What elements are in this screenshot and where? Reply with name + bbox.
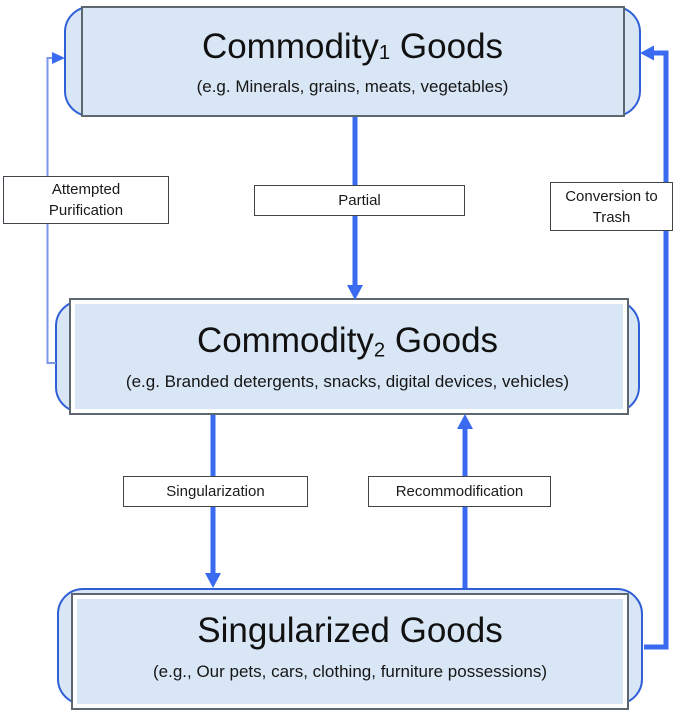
partial-label-text: Partial [338, 192, 381, 209]
commodity2-caption: (e.g. Branded detergents, snacks, digita… [125, 372, 570, 392]
commodity2-title-subscript: 2 [373, 339, 386, 362]
commodity2-title: Commodity2 Goods [197, 322, 498, 362]
commodity2-title-rest: Goods [385, 321, 499, 361]
singularized-content: Singularized Goods (e.g., Our pets, cars… [57, 588, 643, 705]
conversion-to-trash-label: Conversion to Trash [550, 182, 673, 231]
singularized-title-main: Singularized [197, 611, 390, 651]
recommodification-arrowhead-up-icon [457, 414, 473, 429]
commodity1-content: Commodity1 Goods (e.g. Minerals, grains,… [64, 6, 641, 117]
conversion-to-trash-label-text: Conversion to Trash [565, 187, 658, 226]
commodity2-title-main: Commodity [196, 321, 374, 361]
singularization-arrowhead-down-icon [205, 573, 221, 588]
singularization-label-text: Singularization [166, 483, 265, 500]
conversion-to-trash-line [644, 50, 669, 650]
commodity1-title-main: Commodity [201, 27, 379, 67]
singularized-title: Singularized Goods [197, 612, 502, 652]
singularized-caption: (e.g., Our pets, cars, clothing, furnitu… [152, 662, 547, 682]
commodity2-box: Commodity2 Goods (e.g. Branded detergent… [55, 298, 640, 415]
recommodification-label: Recommodification [368, 476, 551, 507]
commodity1-title-subscript: 1 [378, 42, 391, 65]
commodity1-box: Commodity1 Goods (e.g. Minerals, grains,… [64, 6, 641, 117]
commodity1-inner-rect [81, 6, 625, 117]
partial-label: Partial [254, 185, 465, 216]
commodity2-content: Commodity2 Goods (e.g. Branded detergent… [55, 300, 640, 413]
attempted-purification-label: Attempted Purification [3, 176, 169, 224]
commodity1-title-rest: Goods [390, 27, 504, 67]
commodity1-caption: (e.g. Minerals, grains, meats, vegetable… [196, 76, 509, 96]
commodity1-title: Commodity1 Goods [201, 27, 504, 67]
attempted-purification-label-text: Attempted Purification [48, 181, 124, 219]
recommodification-label-text: Recommodification [395, 483, 524, 500]
singularized-title-rest: Goods [389, 611, 503, 651]
commodity2-inner-rect [69, 298, 629, 415]
conversion-to-trash-arrowhead-left-icon [640, 45, 654, 61]
singularized-box: Singularized Goods (e.g., Our pets, cars… [57, 588, 643, 710]
singularization-label: Singularization [123, 476, 308, 507]
singularized-inner-rect [71, 593, 629, 710]
